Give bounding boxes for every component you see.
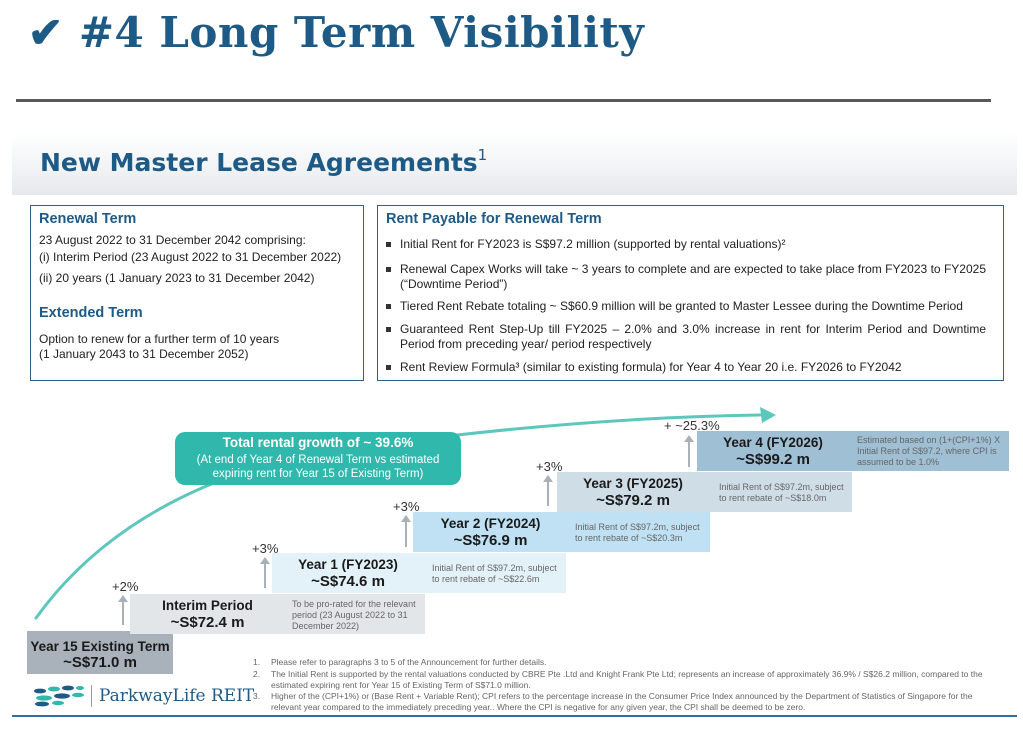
page-title: ✔ #4 Long Term Visibility xyxy=(28,8,644,57)
footer-divider xyxy=(12,715,1017,717)
step-increase: + ~25.3% xyxy=(664,418,720,433)
bullet-icon xyxy=(386,304,391,309)
step-value: ~S$79.2 m xyxy=(596,492,670,509)
section-title-footnote: 1 xyxy=(477,146,488,164)
step-year3: Year 3 (FY2025) ~S$79.2 m Initial Rent o… xyxy=(557,472,852,512)
step-value: ~S$71.0 m xyxy=(63,654,137,671)
step-increase: +3% xyxy=(536,459,563,474)
step-name: Year 1 (FY2023) xyxy=(298,557,398,572)
total-growth-title: Total rental growth of ~ 39.6% xyxy=(222,435,414,450)
increase-arrow-icon xyxy=(543,475,553,506)
step-note: Initial Rent of S$97.2m, subject to rent… xyxy=(719,482,844,503)
increase-arrow-icon xyxy=(401,515,411,547)
extended-term-heading: Extended Term xyxy=(39,305,143,321)
step-name: Year 4 (FY2026) xyxy=(723,435,823,450)
step-year1: Year 1 (FY2023) ~S$74.6 m Initial Rent o… xyxy=(272,553,566,593)
increase-arrow-icon xyxy=(118,595,128,625)
step-increase: +3% xyxy=(393,499,420,514)
section-title-text: New Master Lease Agreements xyxy=(40,148,478,177)
step-year4: Year 4 (FY2026) ~S$99.2 m Estimated base… xyxy=(697,431,1009,471)
title-divider xyxy=(16,99,991,102)
renewal-term-box: Renewal Term 23 August 2022 to 31 Decemb… xyxy=(30,205,364,381)
rent-payable-box: Rent Payable for Renewal Term Initial Re… xyxy=(377,205,1004,381)
step-increase: +2% xyxy=(112,579,139,594)
step-name: Year 2 (FY2024) xyxy=(440,516,541,531)
company-logo-text: ParkwayLife REIT xyxy=(99,686,255,706)
extended-term-line: (1 January 2043 to 31 December 2052) xyxy=(39,347,249,361)
step-value: ~S$76.9 m xyxy=(453,532,528,549)
step-value: ~S$99.2 m xyxy=(736,451,810,468)
step-increase: +3% xyxy=(252,541,279,556)
bullet-icon xyxy=(386,267,391,272)
renewal-term-line: (ii) 20 years (1 January 2023 to 31 Dece… xyxy=(39,271,315,285)
step-name: Year 15 Existing Term xyxy=(30,639,170,654)
total-growth-subtitle: (At end of Year 4 of Renewal Term vs est… xyxy=(196,454,440,480)
step-note: Initial Rent of S$97.2m, subject to rent… xyxy=(432,563,557,584)
page-title-text: #4 Long Term Visibility xyxy=(78,8,645,57)
total-growth-callout: Total rental growth of ~ 39.6% (At end o… xyxy=(175,432,461,485)
step-interim: Interim Period ~S$72.4 m To be pro-rated… xyxy=(130,594,425,634)
section-header-band xyxy=(12,133,1017,195)
step-name: Year 3 (FY2025) xyxy=(583,476,683,491)
increase-arrow-icon xyxy=(684,435,694,467)
rent-payable-heading: Rent Payable for Renewal Term xyxy=(386,211,602,227)
renewal-term-heading: Renewal Term xyxy=(39,211,137,227)
bullet-icon xyxy=(386,242,391,247)
bullet-icon xyxy=(386,327,391,332)
step-note: Initial Rent of S$97.2m, subject to rent… xyxy=(575,522,700,543)
extended-term-line: Option to renew for a further term of 10… xyxy=(39,332,280,346)
parkwaylife-logo-icon xyxy=(34,685,84,707)
step-value: ~S$72.4 m xyxy=(170,614,245,631)
step-name: Interim Period xyxy=(162,598,253,613)
step-note: Estimated based on (1+(CPI+1%) X Initial… xyxy=(857,435,1001,467)
section-title: New Master Lease Agreements1 xyxy=(40,146,488,177)
check-icon: ✔ xyxy=(28,8,64,57)
step-value: ~S$74.6 m xyxy=(311,573,385,590)
renewal-term-line: 23 August 2022 to 31 December 2042 compr… xyxy=(39,233,306,247)
increase-arrow-icon xyxy=(260,557,270,588)
bullet-icon xyxy=(386,365,391,370)
step-year15: Year 15 Existing Term ~S$71.0 m xyxy=(27,631,173,674)
renewal-term-line: (i) Interim Period (23 August 2022 to 31… xyxy=(39,250,342,264)
growth-curve-arrowhead xyxy=(760,407,776,423)
logo-divider xyxy=(91,685,92,707)
step-year2: Year 2 (FY2024) ~S$76.9 m Initial Rent o… xyxy=(413,512,710,552)
step-note: To be pro-rated for the relevant period … xyxy=(292,599,416,631)
